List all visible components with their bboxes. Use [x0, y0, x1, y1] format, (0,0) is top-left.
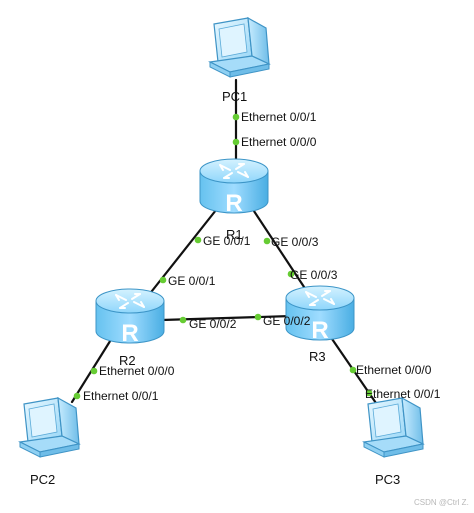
link-r1-r3 [248, 203, 312, 298]
port-pc1-eth [232, 113, 240, 121]
router-glyph: R [121, 320, 138, 347]
iface-r1-ge1: GE 0/0/1 [203, 234, 251, 248]
router-r3[interactable]: R [285, 285, 355, 344]
router-glyph: R [225, 190, 242, 217]
port-r3-ge2 [254, 313, 262, 321]
port-r1-eth [232, 138, 240, 146]
iface-pc2-eth: Ethernet 0/0/1 [83, 389, 159, 403]
pc2-label: PC2 [30, 472, 55, 487]
iface-pc1-eth: Ethernet 0/0/1 [241, 110, 317, 124]
iface-r2-ge1: GE 0/0/1 [168, 274, 216, 288]
pc1-label: PC1 [222, 89, 247, 104]
iface-r3-eth: Ethernet 0/0/0 [356, 363, 432, 377]
iface-r3-ge2: GE 0/0/2 [263, 314, 311, 328]
port-r3-eth [349, 366, 357, 374]
port-pc3-eth [365, 389, 373, 397]
port-dots [73, 113, 373, 400]
port-r2-ge2 [179, 316, 187, 324]
port-r1-ge1 [194, 236, 202, 244]
pc3-label: PC3 [375, 472, 400, 487]
router-glyph: R [311, 317, 328, 344]
port-pc2-eth [73, 392, 81, 400]
port-r3-ge3 [287, 270, 295, 278]
port-r2-eth [90, 367, 98, 375]
pc-pc3[interactable] [363, 397, 424, 458]
iface-r1-eth: Ethernet 0/0/0 [241, 135, 317, 149]
router-r2[interactable]: R [95, 288, 165, 347]
pc-pc1[interactable] [209, 17, 270, 78]
iface-pc3-eth: Ethernet 0/0/1 [365, 387, 441, 401]
r1-label: R1 [226, 227, 243, 242]
iface-r2-eth: Ethernet 0/0/0 [99, 364, 175, 378]
router-r1[interactable]: R [199, 158, 269, 217]
iface-r3-ge3: GE 0/0/3 [290, 268, 338, 282]
port-r2-ge1 [159, 276, 167, 284]
r3-label: R3 [309, 349, 326, 364]
iface-r1-ge3: GE 0/0/3 [271, 235, 319, 249]
port-r1-ge3 [263, 237, 271, 245]
watermark: CSDN @Ctrl Z. [414, 498, 469, 507]
pc-pc2[interactable] [19, 397, 80, 458]
r2-label: R2 [119, 353, 136, 368]
iface-r2-ge2: GE 0/0/2 [189, 317, 237, 331]
